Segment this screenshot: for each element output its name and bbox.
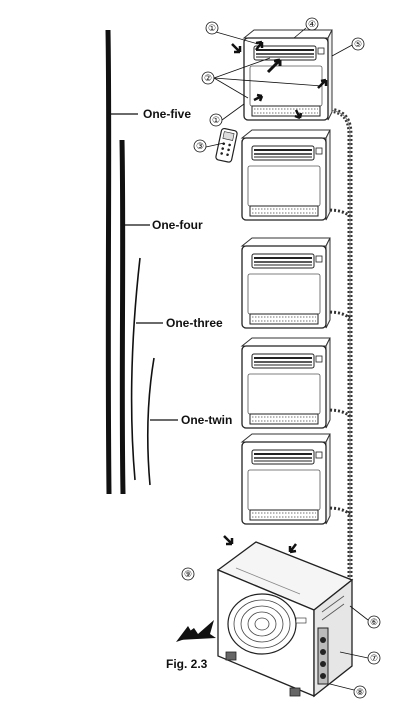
label-one-five: One-five <box>143 107 191 121</box>
remote-controller <box>215 127 238 163</box>
callout-7: ⑦ <box>370 654 378 664</box>
callout-9: ⑨ <box>184 570 192 580</box>
indoor-unit-5 <box>241 433 331 525</box>
callout-5: ⑤ <box>354 40 362 50</box>
label-one-three: One-three <box>166 316 223 330</box>
indoor-unit-4 <box>241 337 331 429</box>
indoor-unit-3 <box>241 237 331 329</box>
label-one-twin: One-twin <box>181 413 232 427</box>
discharge-arrow-icon <box>176 620 216 642</box>
bar-one-four <box>119 139 126 495</box>
bar-one-five <box>105 29 112 495</box>
figure-caption: Fig. 2.3 <box>166 657 208 671</box>
piping <box>329 107 353 637</box>
callout-8: ⑧ <box>356 688 364 698</box>
callout-1: ① <box>208 24 216 34</box>
callout-6: ⑥ <box>370 618 378 628</box>
indoor-unit-2 <box>241 129 331 221</box>
bar-one-three <box>130 257 141 481</box>
callout-4: ④ <box>308 20 316 30</box>
callout-3: ③ <box>196 142 204 152</box>
label-one-four: One-four <box>152 218 203 232</box>
callout-1b: ① <box>212 116 220 126</box>
callout-2: ② <box>204 74 212 84</box>
bar-one-twin <box>146 357 155 486</box>
outdoor-unit <box>216 541 354 698</box>
